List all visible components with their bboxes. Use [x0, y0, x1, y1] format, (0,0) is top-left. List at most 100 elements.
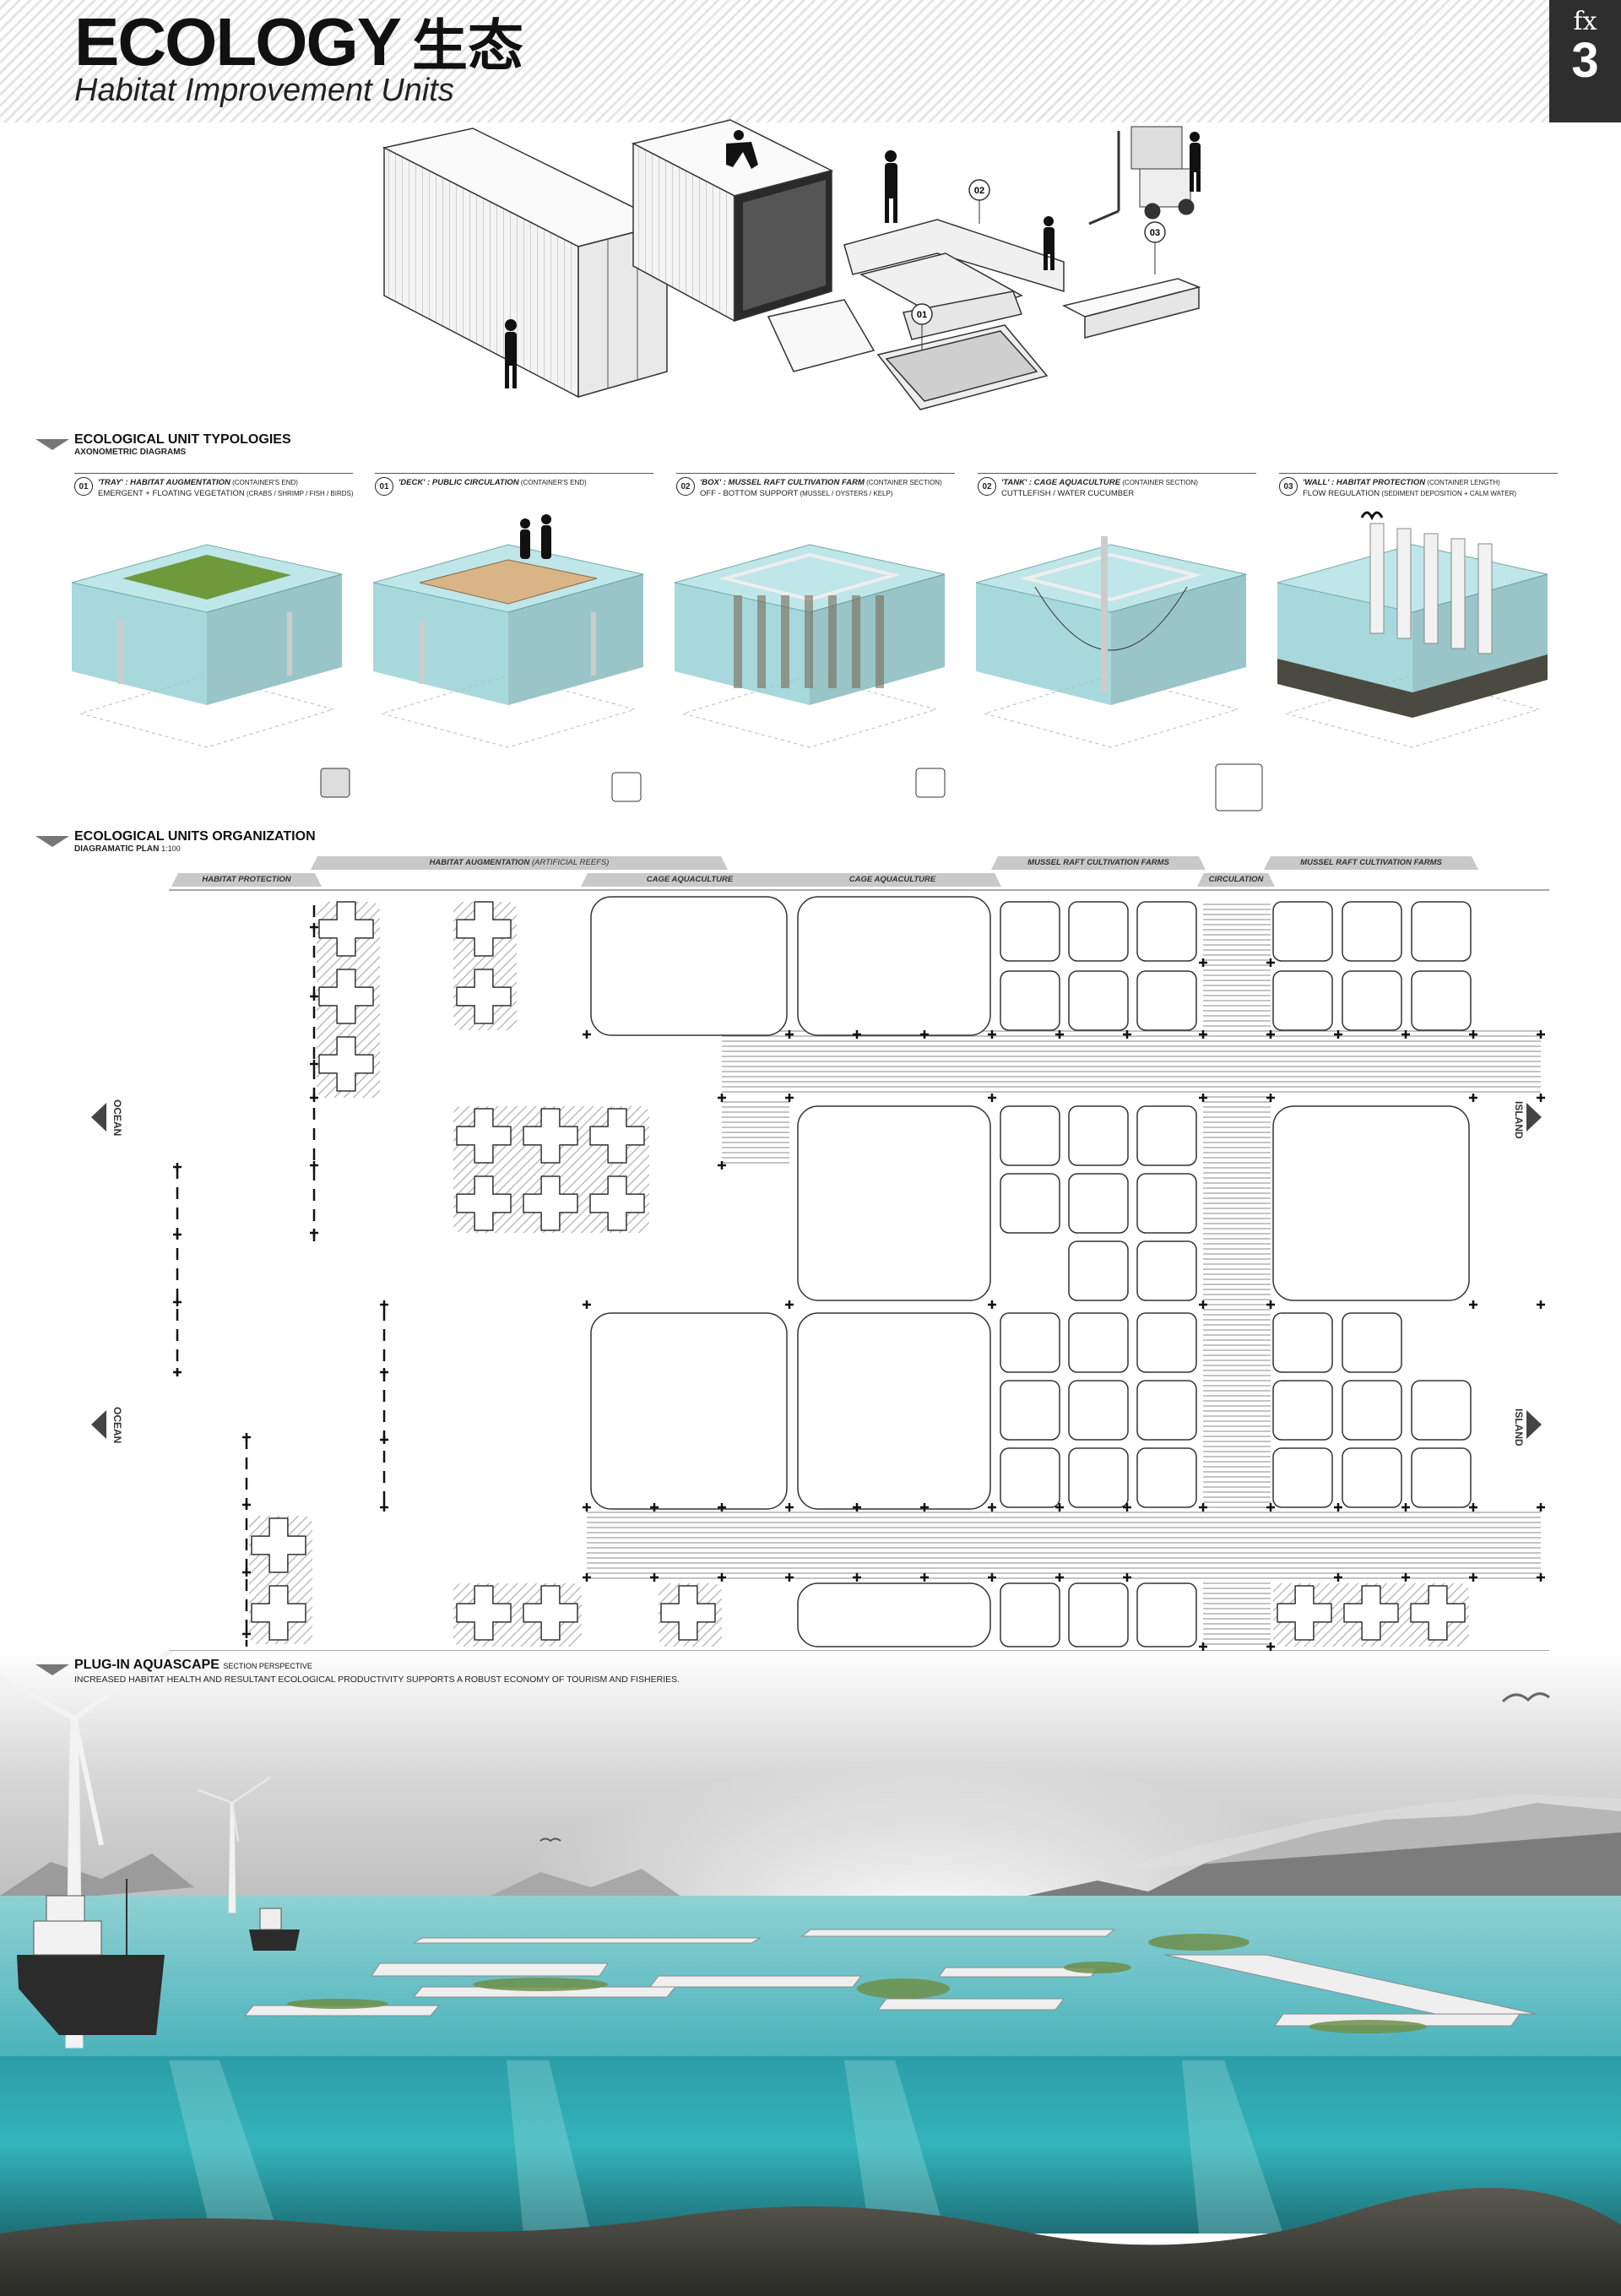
unit-module [1136, 970, 1197, 1031]
typology-caption: 03'WALL' : HABITAT PROTECTION (CONTAINER… [1279, 473, 1558, 499]
mountain-left [0, 1854, 194, 1904]
reef-cross-icon [251, 1585, 306, 1641]
aquascape-title-text: PLUG-IN AQUASCAPE [74, 1658, 220, 1672]
reef-cross-icon [456, 1585, 512, 1641]
typology-note: (CONTAINER'S END) [518, 479, 587, 486]
reef-cross-icon [660, 1585, 716, 1641]
typology-text: 'WALL' : HABITAT PROTECTION (CONTAINER L… [1303, 477, 1516, 499]
typology-text: 'DECK' : PUBLIC CIRCULATION (CONTAINER'S… [398, 477, 587, 488]
label-habitat-augmentation-text: HABITAT AUGMENTATION [429, 858, 530, 867]
callout-03-text: 03 [1150, 228, 1160, 238]
label-habitat-protection: HABITAT PROTECTION [171, 873, 322, 887]
diagramatic-plan [169, 889, 1549, 1652]
unit-module [1411, 1380, 1472, 1441]
typology-text: 'TRAY' : HABITAT AUGMENTATION (CONTAINER… [98, 477, 354, 499]
aquascape-section-perspective [0, 1651, 1621, 2296]
legend-glyph-icon [915, 768, 946, 798]
typology-name: 'TANK' : CAGE AQUACULTURE [1001, 478, 1121, 487]
unit-module [1068, 1105, 1129, 1166]
typology-detail: OFF - BOTTOM SUPPORT [700, 489, 799, 498]
typology-caption: 02 'TANK' : CAGE AQUACULTURE (CONTAINER S… [978, 473, 1256, 499]
ocean-arrow-icon [91, 1410, 106, 1439]
unit-module [1272, 901, 1333, 962]
unit-module [1000, 1582, 1060, 1647]
reef-cross-icon [318, 1036, 374, 1092]
reef-cross-icon [251, 1517, 306, 1573]
typology-number-badge: 02 [978, 477, 996, 496]
typology-caption: 01'DECK' : PUBLIC CIRCULATION (CONTAINER… [375, 473, 653, 496]
ocean-arrow-icon [91, 1103, 106, 1132]
person-silhouette-icon [505, 130, 1201, 388]
unit-module [1272, 1447, 1333, 1508]
legend-glyph-icon [320, 768, 350, 798]
unit-module [1136, 1173, 1197, 1234]
unit-module [1136, 1240, 1197, 1301]
unit-module [1342, 1380, 1402, 1441]
aquascape-title: PLUG-IN AQUASCAPE SECTION PERSPECTIVE [74, 1658, 312, 1673]
title-chinese: 生态 [412, 14, 524, 79]
unit-module [1136, 1312, 1197, 1373]
circulation-deck [722, 1098, 789, 1165]
seagull-icon [1501, 1692, 1550, 1703]
unit-module [1068, 901, 1129, 962]
label-mussel-farms-2: MUSSEL RAFT CULTIVATION FARMS [1264, 856, 1478, 870]
unit-module [1068, 1240, 1129, 1301]
section-marker-icon [35, 1664, 69, 1675]
reef-cross-icon [318, 969, 374, 1024]
typologies-subtitle: AXONOMETRIC DIAGRAMS [74, 448, 187, 457]
organization-scale: 1:100 [161, 844, 181, 853]
typology-name: 'BOX' : MUSSEL RAFT CULTIVATION FARM [700, 478, 865, 487]
typology-block [975, 536, 1247, 748]
unit-module [797, 1312, 991, 1510]
callout-02-text: 02 [974, 186, 984, 196]
title-text: ECOLOGY [74, 4, 402, 79]
organization-subtitle: DIAGRAMATIC PLAN 1:100 [74, 844, 181, 854]
ship-icon [17, 1879, 300, 2035]
cormorant-icon [1360, 511, 1384, 521]
typology-detail-note: (CRABS / SHRIMP / FISH / BIRDS) [244, 490, 354, 497]
unit-module [1068, 1380, 1129, 1441]
callout-01: 01 [911, 303, 933, 350]
unit-module [1342, 970, 1402, 1031]
typology-block [1277, 511, 1548, 748]
page-number: 3 [1571, 33, 1599, 88]
unit-module [1068, 1447, 1129, 1508]
unit-module [1000, 1173, 1060, 1234]
unit-module [1000, 970, 1060, 1031]
unit-module [1411, 901, 1472, 962]
unit-module [1000, 1380, 1060, 1441]
callout-01-text: 01 [917, 310, 927, 320]
reef-cross-icon [523, 1108, 578, 1164]
unit-module [1136, 1447, 1197, 1508]
reef-cross-icon [456, 1175, 512, 1231]
unit-module [1068, 970, 1129, 1031]
label-habitat-augmentation: HABITAT AUGMENTATION (ARTIFICIAL REEFS) [311, 856, 728, 870]
reef-cross-icon [456, 901, 512, 957]
typology-block [372, 514, 644, 748]
typology-number-badge: 02 [676, 477, 695, 496]
page-subtitle: Habitat Improvement Units [74, 73, 454, 108]
unit-module [1136, 901, 1197, 962]
circulation-deck [722, 1029, 1541, 1096]
header-band [0, 0, 1549, 122]
unit-module [1411, 1447, 1472, 1508]
typology-name: 'WALL' : HABITAT PROTECTION [1303, 478, 1426, 487]
unit-module [590, 1312, 788, 1510]
reef-cross-icon [456, 969, 512, 1024]
legend-glyph-icon [1215, 763, 1263, 811]
typology-note: (CONTAINER SECTION) [1120, 479, 1198, 486]
aquascape-description: INCREASED HABITAT HEALTH AND RESULTANT E… [74, 1675, 680, 1685]
reef-cross-icon [1410, 1585, 1466, 1641]
unit-module [1000, 1105, 1060, 1166]
label-mussel-farms-1: MUSSEL RAFT CULTIVATION FARMS [991, 856, 1206, 870]
unit-module [1272, 1380, 1333, 1441]
typologies-title: ECOLOGICAL UNIT TYPOLOGIES [74, 432, 291, 447]
circulation-deck [1203, 902, 1271, 1645]
label-circulation: CIRCULATION [1197, 873, 1275, 887]
reef-cross-icon [589, 1175, 645, 1231]
section-marker-icon [35, 836, 69, 847]
unit-module [1000, 1312, 1060, 1373]
aquascape-subtitle: SECTION PERSPECTIVE [223, 1662, 312, 1670]
unit-module [1136, 1105, 1197, 1166]
